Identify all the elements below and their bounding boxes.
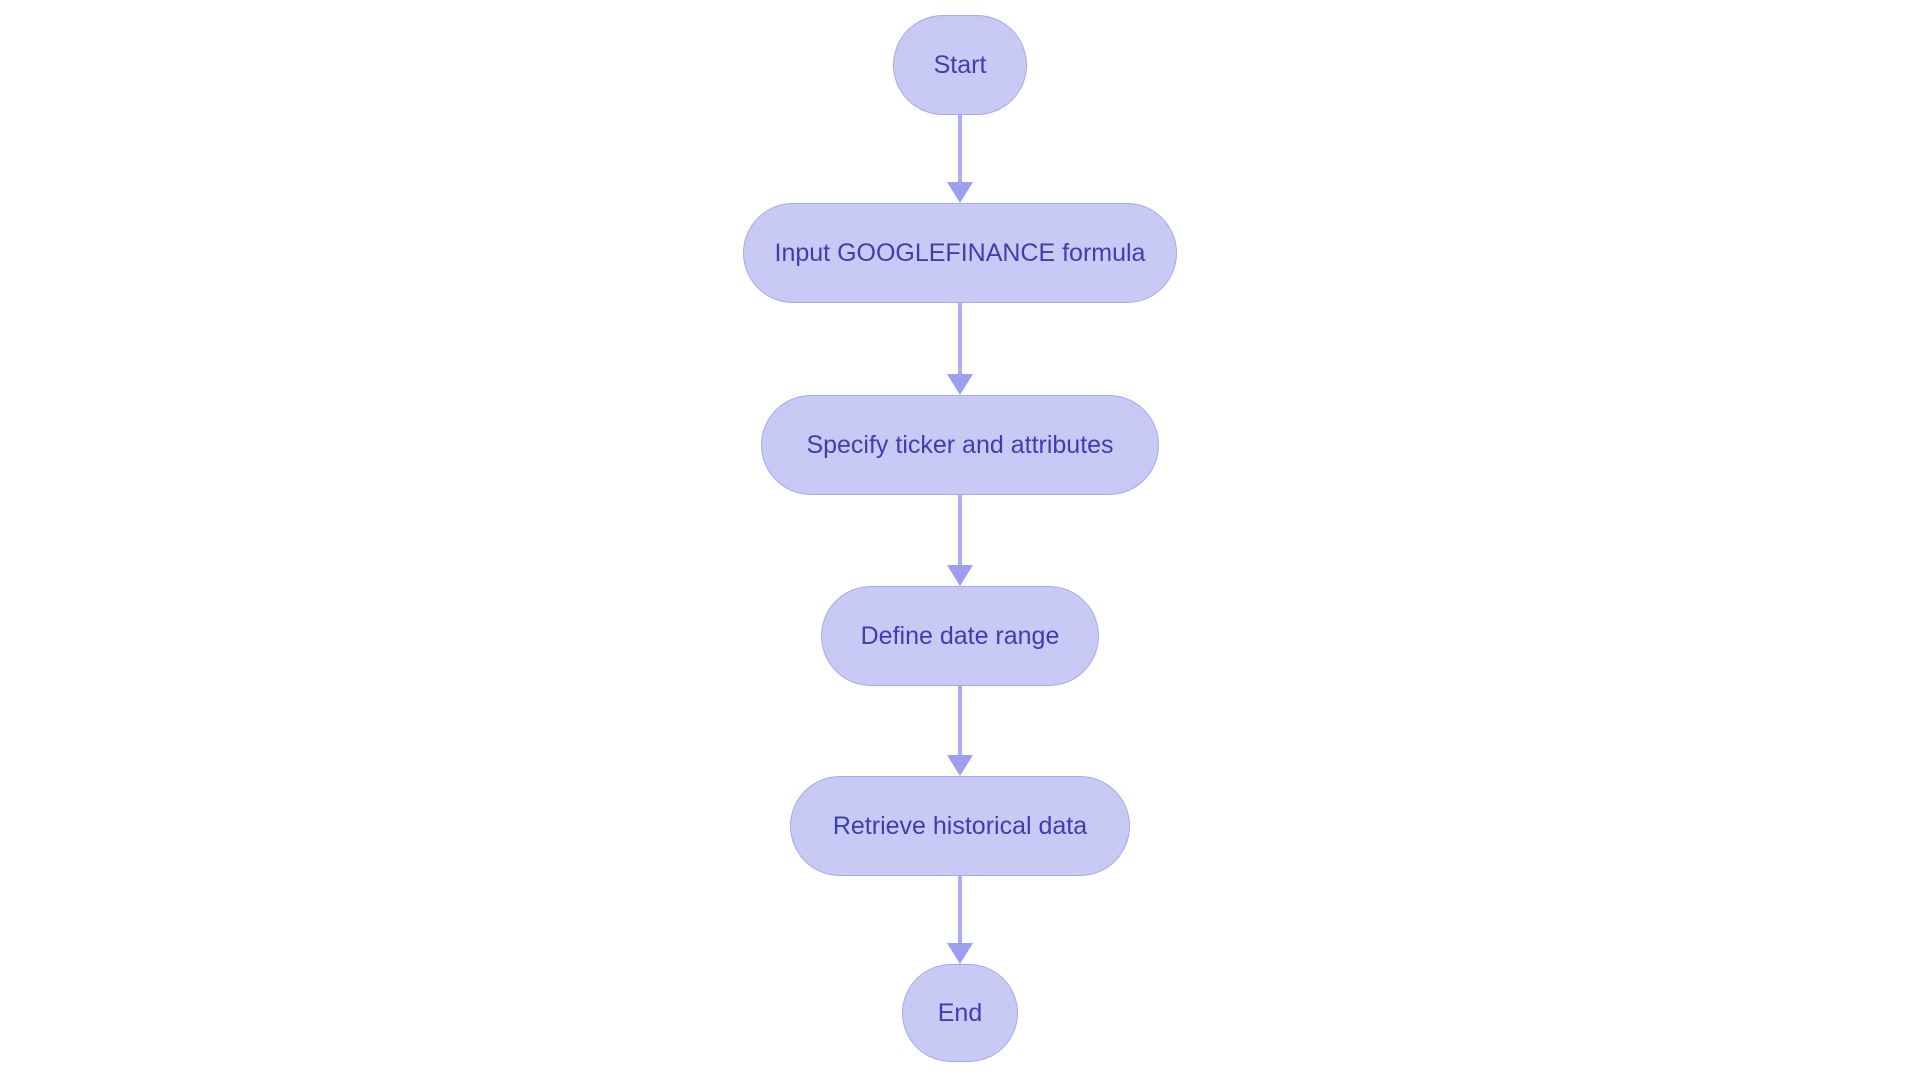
flow-node-define-range: Define date range <box>821 586 1099 686</box>
flow-node-retrieve-data: Retrieve historical data <box>790 776 1130 876</box>
flow-node-end-label: End <box>937 999 983 1027</box>
flow-node-end: End <box>902 964 1018 1062</box>
flow-node-input-formula: Input GOOGLEFINANCE formula <box>743 203 1177 303</box>
flow-node-input-formula-label: Input GOOGLEFINANCE formula <box>774 239 1146 267</box>
flow-arrow-specify-to-range <box>946 495 974 586</box>
flow-arrow-range-to-retrieve <box>946 686 974 776</box>
flow-node-retrieve-data-label: Retrieve historical data <box>832 812 1088 840</box>
flow-arrow-input-to-specify <box>946 303 974 395</box>
flow-arrow-start-to-input <box>946 115 974 203</box>
flow-node-define-range-label: Define date range <box>860 622 1060 650</box>
flow-arrow-retrieve-to-end <box>946 876 974 964</box>
flow-node-specify-ticker-label: Specify ticker and attributes <box>806 431 1114 459</box>
flow-node-start: Start <box>893 15 1027 115</box>
flow-node-start-label: Start <box>933 51 987 79</box>
flow-node-specify-ticker: Specify ticker and attributes <box>761 395 1159 495</box>
